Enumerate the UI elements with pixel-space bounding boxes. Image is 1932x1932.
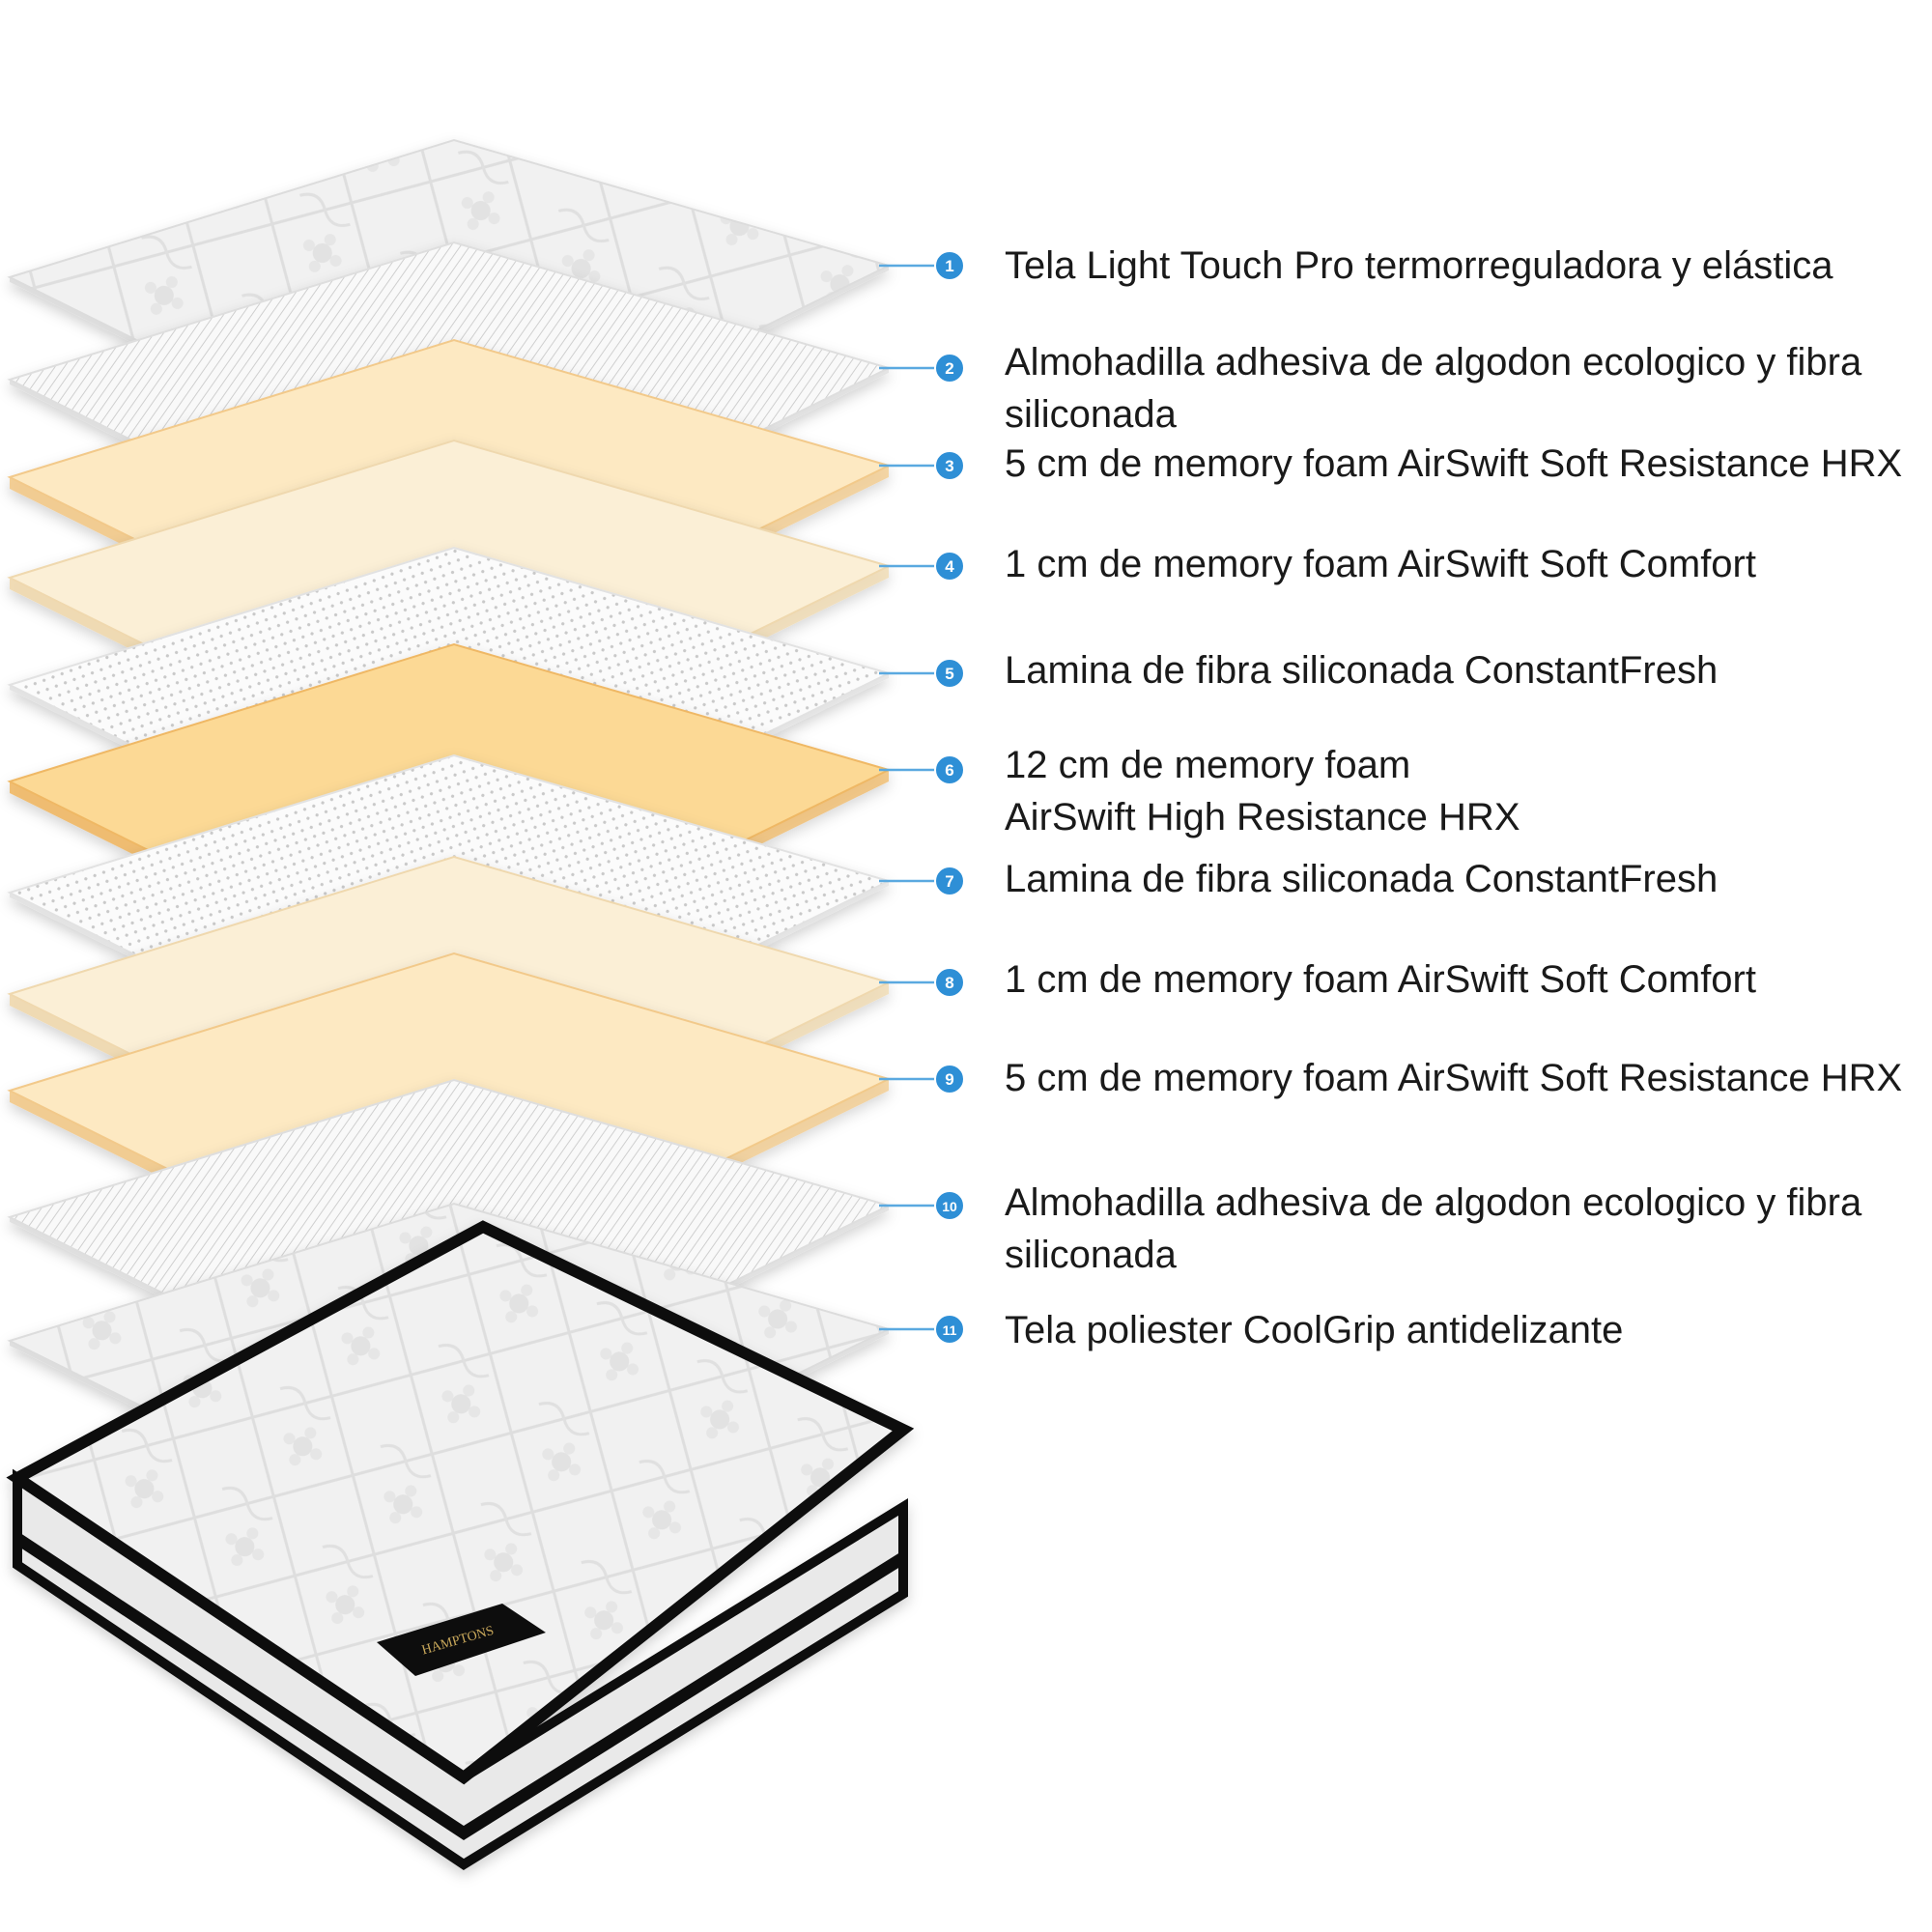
callout-number-8: 8 [945, 974, 953, 992]
callout-number-4: 4 [945, 557, 954, 576]
layer-3-label: 5 cm de memory foam AirSwift Soft Resist… [1005, 442, 1903, 485]
layer-11-label: Tela poliester CoolGrip antidelizante [1005, 1309, 1624, 1351]
callout-number-1: 1 [945, 257, 953, 275]
layer-8-label: 1 cm de memory foam AirSwift Soft Comfor… [1005, 958, 1756, 1001]
mattress-top [6, 1220, 915, 1785]
callout-number-3: 3 [945, 457, 953, 475]
callout-number-5: 5 [945, 665, 953, 683]
callout-number-9: 9 [945, 1070, 953, 1089]
layer-7-label: Lamina de fibra siliconada ConstantFresh [1005, 858, 1719, 900]
layer-2-label: Almohadilla adhesiva de algodon ecologic… [1005, 341, 1862, 436]
callout-badge-3: 3 [934, 450, 965, 481]
callout-badge-8: 8 [934, 967, 965, 998]
mattress-brand-label: HAMPTONS [377, 1604, 546, 1676]
layer-9-label: 5 cm de memory foam AirSwift Soft Resist… [1005, 1057, 1903, 1099]
callout-badge-7: 7 [934, 866, 965, 896]
callout-badge-2: 2 [934, 353, 965, 384]
callout-badge-10: 10 [934, 1190, 965, 1221]
callout-number-2: 2 [945, 359, 953, 378]
callout-badge-6: 6 [934, 754, 965, 785]
callout-badge-1: 1 [934, 250, 965, 281]
layer-5-label: Lamina de fibra siliconada ConstantFresh [1005, 649, 1719, 692]
callout-badge-11: 11 [934, 1314, 965, 1345]
callout-badge-4: 4 [934, 551, 965, 582]
callout-badge-9: 9 [934, 1064, 965, 1094]
layer-4-label: 1 cm de memory foam AirSwift Soft Comfor… [1005, 543, 1756, 585]
layer-10-label: Almohadilla adhesiva de algodon ecologic… [1005, 1181, 1862, 1276]
callout-badge-5: 5 [934, 658, 965, 689]
callout-number-7: 7 [945, 872, 953, 891]
mattress-illustration: HAMPTONS [6, 1220, 915, 1870]
callout-number-11: 11 [943, 1322, 957, 1338]
callout-number-6: 6 [945, 761, 953, 780]
layer-6-label: 12 cm de memory foam AirSwift High Resis… [1005, 744, 1520, 838]
callout-number-10: 10 [942, 1199, 957, 1214]
layer-1-label: Tela Light Touch Pro termorreguladora y … [1005, 244, 1833, 287]
